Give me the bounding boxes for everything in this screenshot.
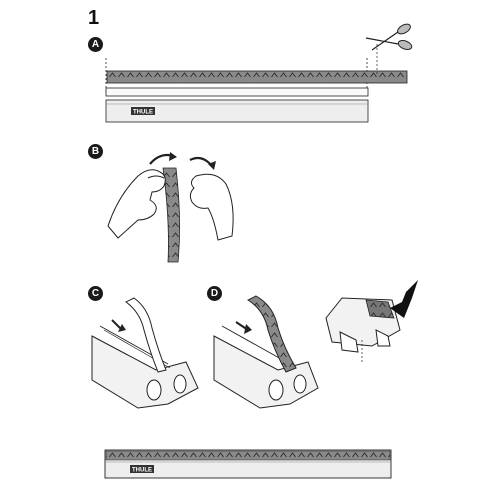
panel-c-badge: C — [88, 286, 103, 301]
panel-c-illustration — [91, 297, 199, 409]
panel-d-illustration — [213, 295, 319, 409]
detail-illustration — [325, 280, 418, 364]
left-hand — [107, 169, 166, 239]
curved-arrow-icon — [189, 156, 213, 167]
thule-logo — [131, 107, 155, 115]
roof-bar: THULE — [105, 99, 369, 123]
final-bar: THULE — [104, 449, 392, 479]
thule-logo — [130, 465, 154, 473]
panel-a-badge: A — [88, 37, 103, 52]
scissors-icon — [365, 23, 413, 74]
flexible-strip — [162, 167, 180, 263]
strip-ribbon-c — [125, 297, 167, 373]
step-number: 1 — [88, 7, 100, 29]
thule-logo-text: THULE — [133, 110, 153, 116]
panel-b-illustration — [107, 152, 234, 263]
bar-profile-c — [91, 325, 199, 409]
rubber-strip — [106, 70, 408, 84]
bar-top-slot — [105, 87, 369, 97]
bar-profile-d — [213, 325, 319, 409]
panel-a-illustration: THULE — [105, 23, 413, 123]
right-hand — [189, 173, 234, 241]
panel-d-badge: D — [207, 286, 222, 301]
checkmark-icon — [390, 280, 418, 318]
strip-ribbon-d — [246, 295, 297, 373]
thule-logo-text: THULE — [132, 468, 152, 474]
panel-b-badge: B — [88, 144, 103, 159]
